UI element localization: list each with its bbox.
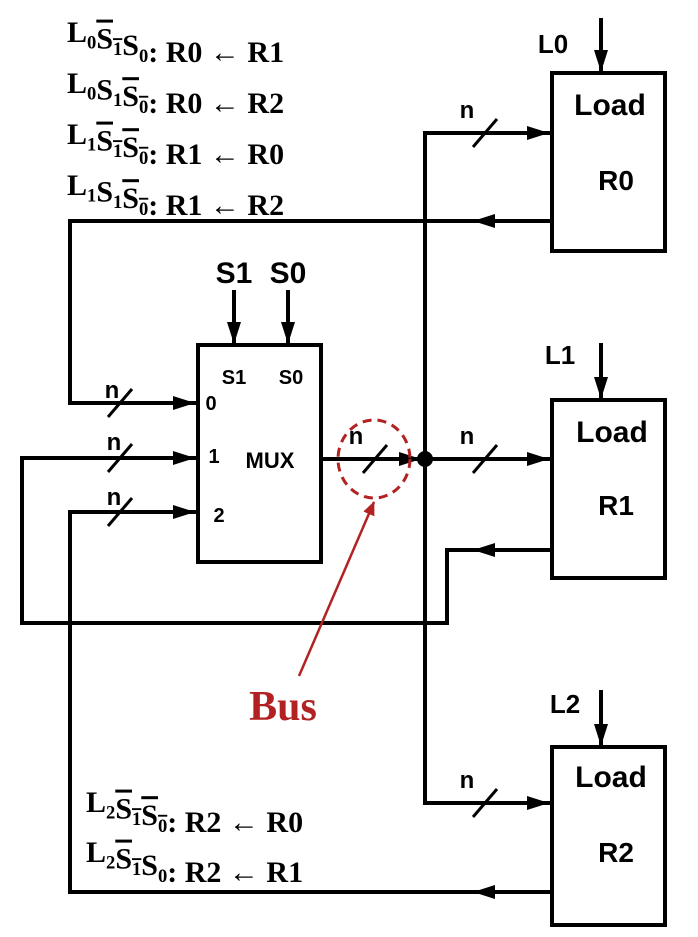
load-signal-l0: L0 bbox=[538, 29, 568, 59]
equation-part-L: L bbox=[67, 67, 87, 100]
bus-width-label: n bbox=[107, 484, 122, 511]
equation-part-rest: : R2 ← R1 bbox=[167, 856, 303, 889]
r2-feedback-wire bbox=[68, 510, 554, 894]
equation-part-s1s: 1 bbox=[113, 39, 122, 60]
equation-part-s0s: 0 bbox=[158, 816, 167, 837]
bus-width-slash bbox=[361, 444, 389, 474]
load-signal-l1: L1 bbox=[545, 340, 575, 370]
bus-width-slash bbox=[471, 444, 499, 474]
register-r2-name: R2 bbox=[598, 837, 634, 868]
equation-part-s1: S bbox=[96, 23, 113, 56]
bus-width-label: n bbox=[460, 767, 475, 794]
equation-part-rest: : R0 ← R1 bbox=[148, 36, 284, 69]
equation-part-s0s: 0 bbox=[139, 199, 148, 220]
equation-part-Ls: 0 bbox=[87, 84, 96, 105]
register-r2-load-label: Load bbox=[575, 761, 647, 794]
equation-part-s0: S bbox=[141, 849, 158, 882]
equation-part-Ls: 2 bbox=[106, 803, 115, 824]
equation-part-Ls: 1 bbox=[87, 135, 96, 156]
equation-part-s1s: 1 bbox=[132, 859, 141, 880]
bus-width-label: n bbox=[460, 423, 475, 450]
transfer-equation: L1S1S0: R1 ← R0 bbox=[67, 118, 284, 171]
transfer-equation: L2S1S0: R2 ← R1 bbox=[86, 836, 303, 889]
register-r1-name: R1 bbox=[598, 490, 634, 521]
transfer-equation: L0S1S0: R0 ← R1 bbox=[67, 16, 284, 69]
mux-input-label-1: 1 bbox=[208, 446, 219, 468]
equation-part-s0: S bbox=[122, 80, 139, 113]
equation-part-rest: : R1 ← R2 bbox=[148, 189, 284, 222]
equation-part-s1s: 1 bbox=[132, 809, 141, 830]
transfer-equation: L1S1S0: R1 ← R2 bbox=[67, 169, 284, 222]
equation-part-L: L bbox=[67, 118, 87, 151]
register-r2 bbox=[550, 745, 667, 927]
equation-part-s1s: 1 bbox=[113, 90, 122, 111]
equation-part-s0: S bbox=[141, 799, 158, 832]
equation-part-L: L bbox=[67, 16, 87, 49]
select-input-s1: S1 bbox=[216, 257, 253, 290]
register-r1-load-label: Load bbox=[576, 416, 648, 449]
mux-title: MUX bbox=[246, 448, 295, 473]
mux-select-label-s0: S0 bbox=[279, 367, 303, 389]
equation-part-s0s: 0 bbox=[158, 866, 167, 887]
equation-part-Ls: 0 bbox=[87, 33, 96, 54]
bus-width-label: n bbox=[460, 97, 475, 124]
r0-feedback-wire bbox=[68, 219, 554, 405]
bus-width-label: n bbox=[107, 429, 122, 456]
transfer-equation: L0S1S0: R0 ← R2 bbox=[67, 67, 284, 120]
equation-part-Ls: 1 bbox=[87, 186, 96, 207]
equation-part-s0s: 0 bbox=[139, 46, 148, 67]
bus-label-pointer bbox=[297, 501, 376, 677]
bus-width-label: n bbox=[349, 423, 364, 450]
bus-highlight-circle bbox=[336, 418, 412, 500]
equation-part-L: L bbox=[67, 169, 87, 202]
equation-part-s1: S bbox=[115, 843, 132, 876]
bus-width-label: n bbox=[105, 377, 120, 404]
equation-part-s1: S bbox=[96, 74, 113, 107]
mux-select-label-s1: S1 bbox=[222, 367, 246, 389]
equation-part-L: L bbox=[86, 786, 106, 819]
bus-width-slash bbox=[106, 443, 134, 473]
register-r1 bbox=[550, 398, 667, 580]
equation-part-rest: : R0 ← R2 bbox=[148, 87, 284, 120]
equation-part-rest: : R2 ← R0 bbox=[167, 806, 303, 839]
mux-input-label-0: 0 bbox=[205, 393, 216, 415]
bus-width-slash bbox=[106, 388, 134, 418]
equation-part-s0s: 0 bbox=[139, 97, 148, 118]
bus-label: Bus bbox=[249, 684, 317, 730]
equation-part-s1: S bbox=[96, 176, 113, 209]
register-r0-load-label: Load bbox=[574, 89, 646, 122]
equation-part-s1: S bbox=[115, 793, 132, 826]
transfer-equation: L2S1S0: R2 ← R0 bbox=[86, 786, 303, 839]
equation-part-s1: S bbox=[96, 125, 113, 158]
equation-part-s1s: 1 bbox=[113, 141, 122, 162]
mux-block bbox=[196, 343, 323, 564]
mux-input-label-2: 2 bbox=[213, 505, 224, 527]
equation-part-s0: S bbox=[122, 131, 139, 164]
bus-width-slash bbox=[471, 118, 499, 148]
equation-part-rest: : R1 ← R0 bbox=[148, 138, 284, 171]
bus-width-slash bbox=[106, 497, 134, 527]
equation-part-s1s: 1 bbox=[113, 192, 122, 213]
bus-junction-dot bbox=[417, 451, 433, 467]
equation-part-s0s: 0 bbox=[139, 148, 148, 169]
equation-part-s0: S bbox=[122, 182, 139, 215]
load-signal-l2: L2 bbox=[550, 689, 580, 719]
select-input-s0: S0 bbox=[270, 257, 307, 290]
register-r0 bbox=[550, 71, 667, 253]
equation-part-L: L bbox=[86, 836, 106, 869]
register-r0-name: R0 bbox=[598, 165, 634, 196]
bus-width-slash bbox=[471, 788, 499, 818]
equation-part-Ls: 2 bbox=[106, 853, 115, 874]
equation-part-s0: S bbox=[122, 29, 139, 62]
